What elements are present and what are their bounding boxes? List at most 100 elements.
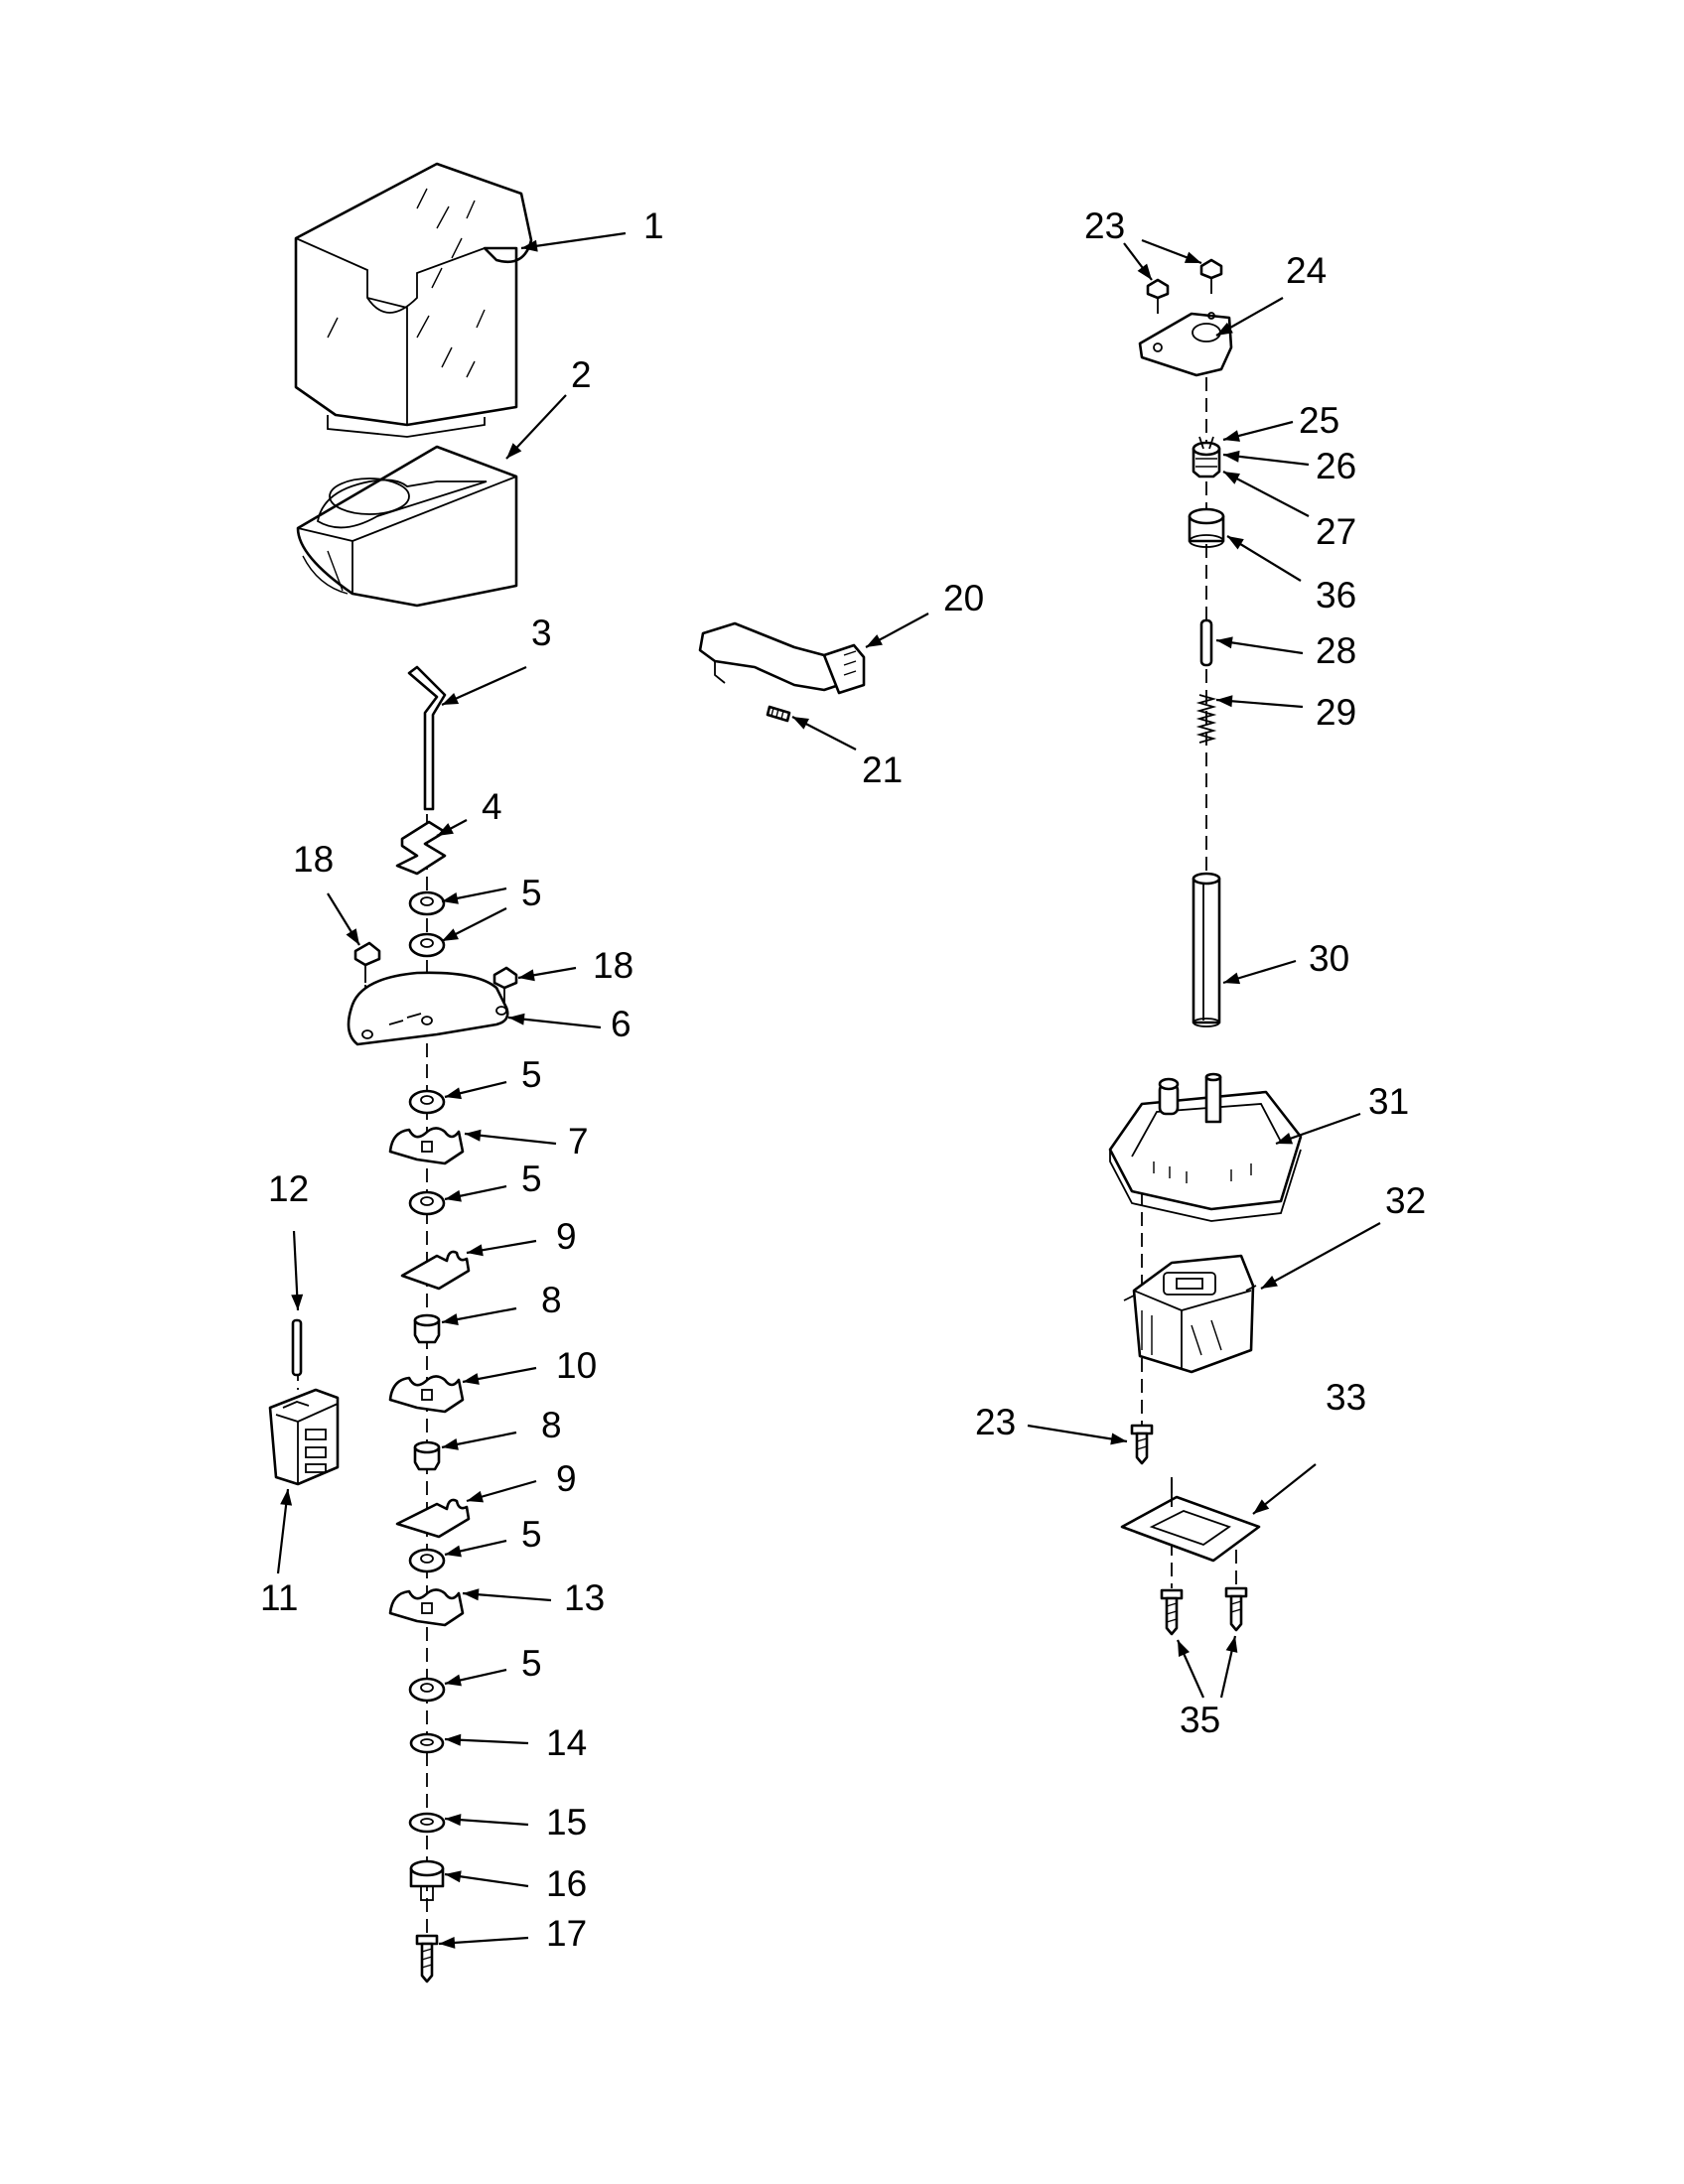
arrowhead-leader-35-left [1178, 1640, 1191, 1658]
callout-26: 26 [1316, 446, 1356, 486]
part-33-gasket [1120, 1477, 1261, 1563]
callout-7: 7 [568, 1121, 589, 1161]
callout-12: 12 [268, 1168, 309, 1209]
arrowhead-leader-16 [445, 1870, 462, 1883]
leader-1 [520, 231, 627, 250]
part-7-blade [388, 1127, 465, 1165]
arrowhead-leader-5b [442, 928, 459, 941]
callout-5-e: 5 [521, 1643, 542, 1684]
arrowhead-leader-1 [521, 239, 538, 252]
arrowhead-leader-9b [467, 1490, 485, 1503]
arrowhead-leader-32 [1261, 1276, 1278, 1289]
part-5-spacer-4 [408, 1190, 446, 1216]
leader-27 [1222, 471, 1310, 517]
arrowhead-leader-21 [792, 717, 809, 730]
arrowhead-leader-14 [445, 1733, 462, 1746]
callout-6: 6 [611, 1004, 632, 1044]
part-11-block [268, 1388, 340, 1486]
leader-arrowheads [280, 239, 1294, 1949]
callout-25: 25 [1299, 400, 1339, 441]
callout-28: 28 [1316, 630, 1356, 671]
arrowhead-leader-5f [445, 1674, 462, 1687]
callout-30: 30 [1309, 938, 1349, 979]
callout-8-a: 8 [541, 1280, 562, 1320]
arrowhead-leader-26 [1223, 450, 1240, 463]
part-35-screw-left [1160, 1588, 1184, 1636]
callout-29: 29 [1316, 692, 1356, 733]
callout-5-c: 5 [521, 1159, 542, 1199]
callout-2: 2 [571, 354, 592, 395]
callout-23-a: 23 [1084, 205, 1125, 246]
part-23-screw-lower [1130, 1424, 1154, 1465]
callout-10: 10 [556, 1345, 597, 1386]
arrowhead-leader-18b [518, 969, 535, 982]
part-5-spacer-3 [408, 1089, 446, 1115]
part-32-motor [1123, 1254, 1257, 1374]
arrowhead-leader-8b [442, 1437, 459, 1450]
part-8-bushing-upper [413, 1313, 441, 1344]
part-21-spring [766, 705, 791, 723]
arrowhead-leader-23b [1110, 1433, 1127, 1445]
arrowhead-leader-20 [866, 634, 883, 647]
part-4-clip [395, 820, 447, 876]
arrowhead-leader-2 [506, 443, 522, 459]
part-9-blade-lower [395, 1498, 471, 1539]
callout-35: 35 [1180, 1700, 1220, 1740]
callout-33: 33 [1326, 1377, 1366, 1418]
arrowhead-leader-23a-right [1184, 251, 1201, 263]
callout-5-d: 5 [521, 1514, 542, 1555]
arrowhead-leader-5c [445, 1087, 462, 1100]
part-24-bracket [1138, 312, 1233, 377]
arrowhead-leader-33 [1253, 1499, 1270, 1514]
arrowhead-leader-31 [1276, 1133, 1294, 1145]
leader-23b [1027, 1424, 1128, 1443]
callout-1: 1 [643, 205, 664, 246]
arrowhead-leader-18a [346, 928, 359, 945]
arrowhead-leader-13 [463, 1588, 480, 1601]
callout-23-b: 23 [975, 1402, 1016, 1442]
arrowhead-leader-8a [442, 1313, 459, 1325]
part-23-screw-top-right [1199, 258, 1223, 294]
part-5-spacer-5 [408, 1548, 446, 1573]
callout-18-a: 18 [293, 839, 334, 880]
part-36-cap [1188, 507, 1225, 548]
arrowhead-leader-5a [442, 891, 459, 904]
arrowhead-leader-23a-left [1137, 263, 1152, 280]
callout-24: 24 [1286, 250, 1327, 291]
part-5-spacer-1 [408, 890, 446, 916]
part-30-shaft [1192, 872, 1221, 1027]
arrowhead-leader-11 [280, 1489, 293, 1506]
callout-5-a: 5 [521, 873, 542, 913]
callout-32: 32 [1385, 1180, 1426, 1221]
part-10-blade [388, 1375, 465, 1414]
arrowhead-leader-29 [1216, 695, 1233, 708]
part-8-bushing-lower [413, 1440, 441, 1471]
part-1-ice-bucket [294, 162, 533, 438]
part-5-spacer-2 [408, 932, 446, 958]
arrowhead-leader-5d [445, 1189, 462, 1202]
callout-labels: 1 2 3 4 5 5 5 5 5 6 7 8 8 9 9 10 11 12 1… [260, 205, 1426, 1954]
arrowhead-leader-15 [445, 1814, 462, 1827]
callout-8-b: 8 [541, 1405, 562, 1445]
arrowhead-leader-17 [439, 1936, 456, 1949]
part-5-spacer-6 [408, 1677, 446, 1703]
arrowhead-leader-28 [1216, 636, 1233, 649]
callout-9-b: 9 [556, 1458, 577, 1499]
part-2-bucket-liner [296, 445, 518, 608]
part-15-washer [408, 1812, 446, 1834]
callout-16: 16 [546, 1863, 587, 1904]
part-31-motor-housing [1108, 1072, 1303, 1222]
part-6-bracket-plate [347, 971, 509, 1046]
part-13-blade [388, 1588, 465, 1627]
callout-15: 15 [546, 1802, 587, 1843]
callout-9-a: 9 [556, 1216, 577, 1257]
part-29-spring [1195, 694, 1217, 744]
part-28-pin [1199, 618, 1213, 667]
part-12-rod [291, 1318, 303, 1377]
part-3-auger-wire [407, 665, 447, 811]
callout-4: 4 [482, 786, 502, 827]
part-16-nut [409, 1859, 445, 1901]
part-9-blade-upper [400, 1250, 471, 1291]
callout-27: 27 [1316, 511, 1356, 552]
callout-11: 11 [260, 1577, 298, 1618]
